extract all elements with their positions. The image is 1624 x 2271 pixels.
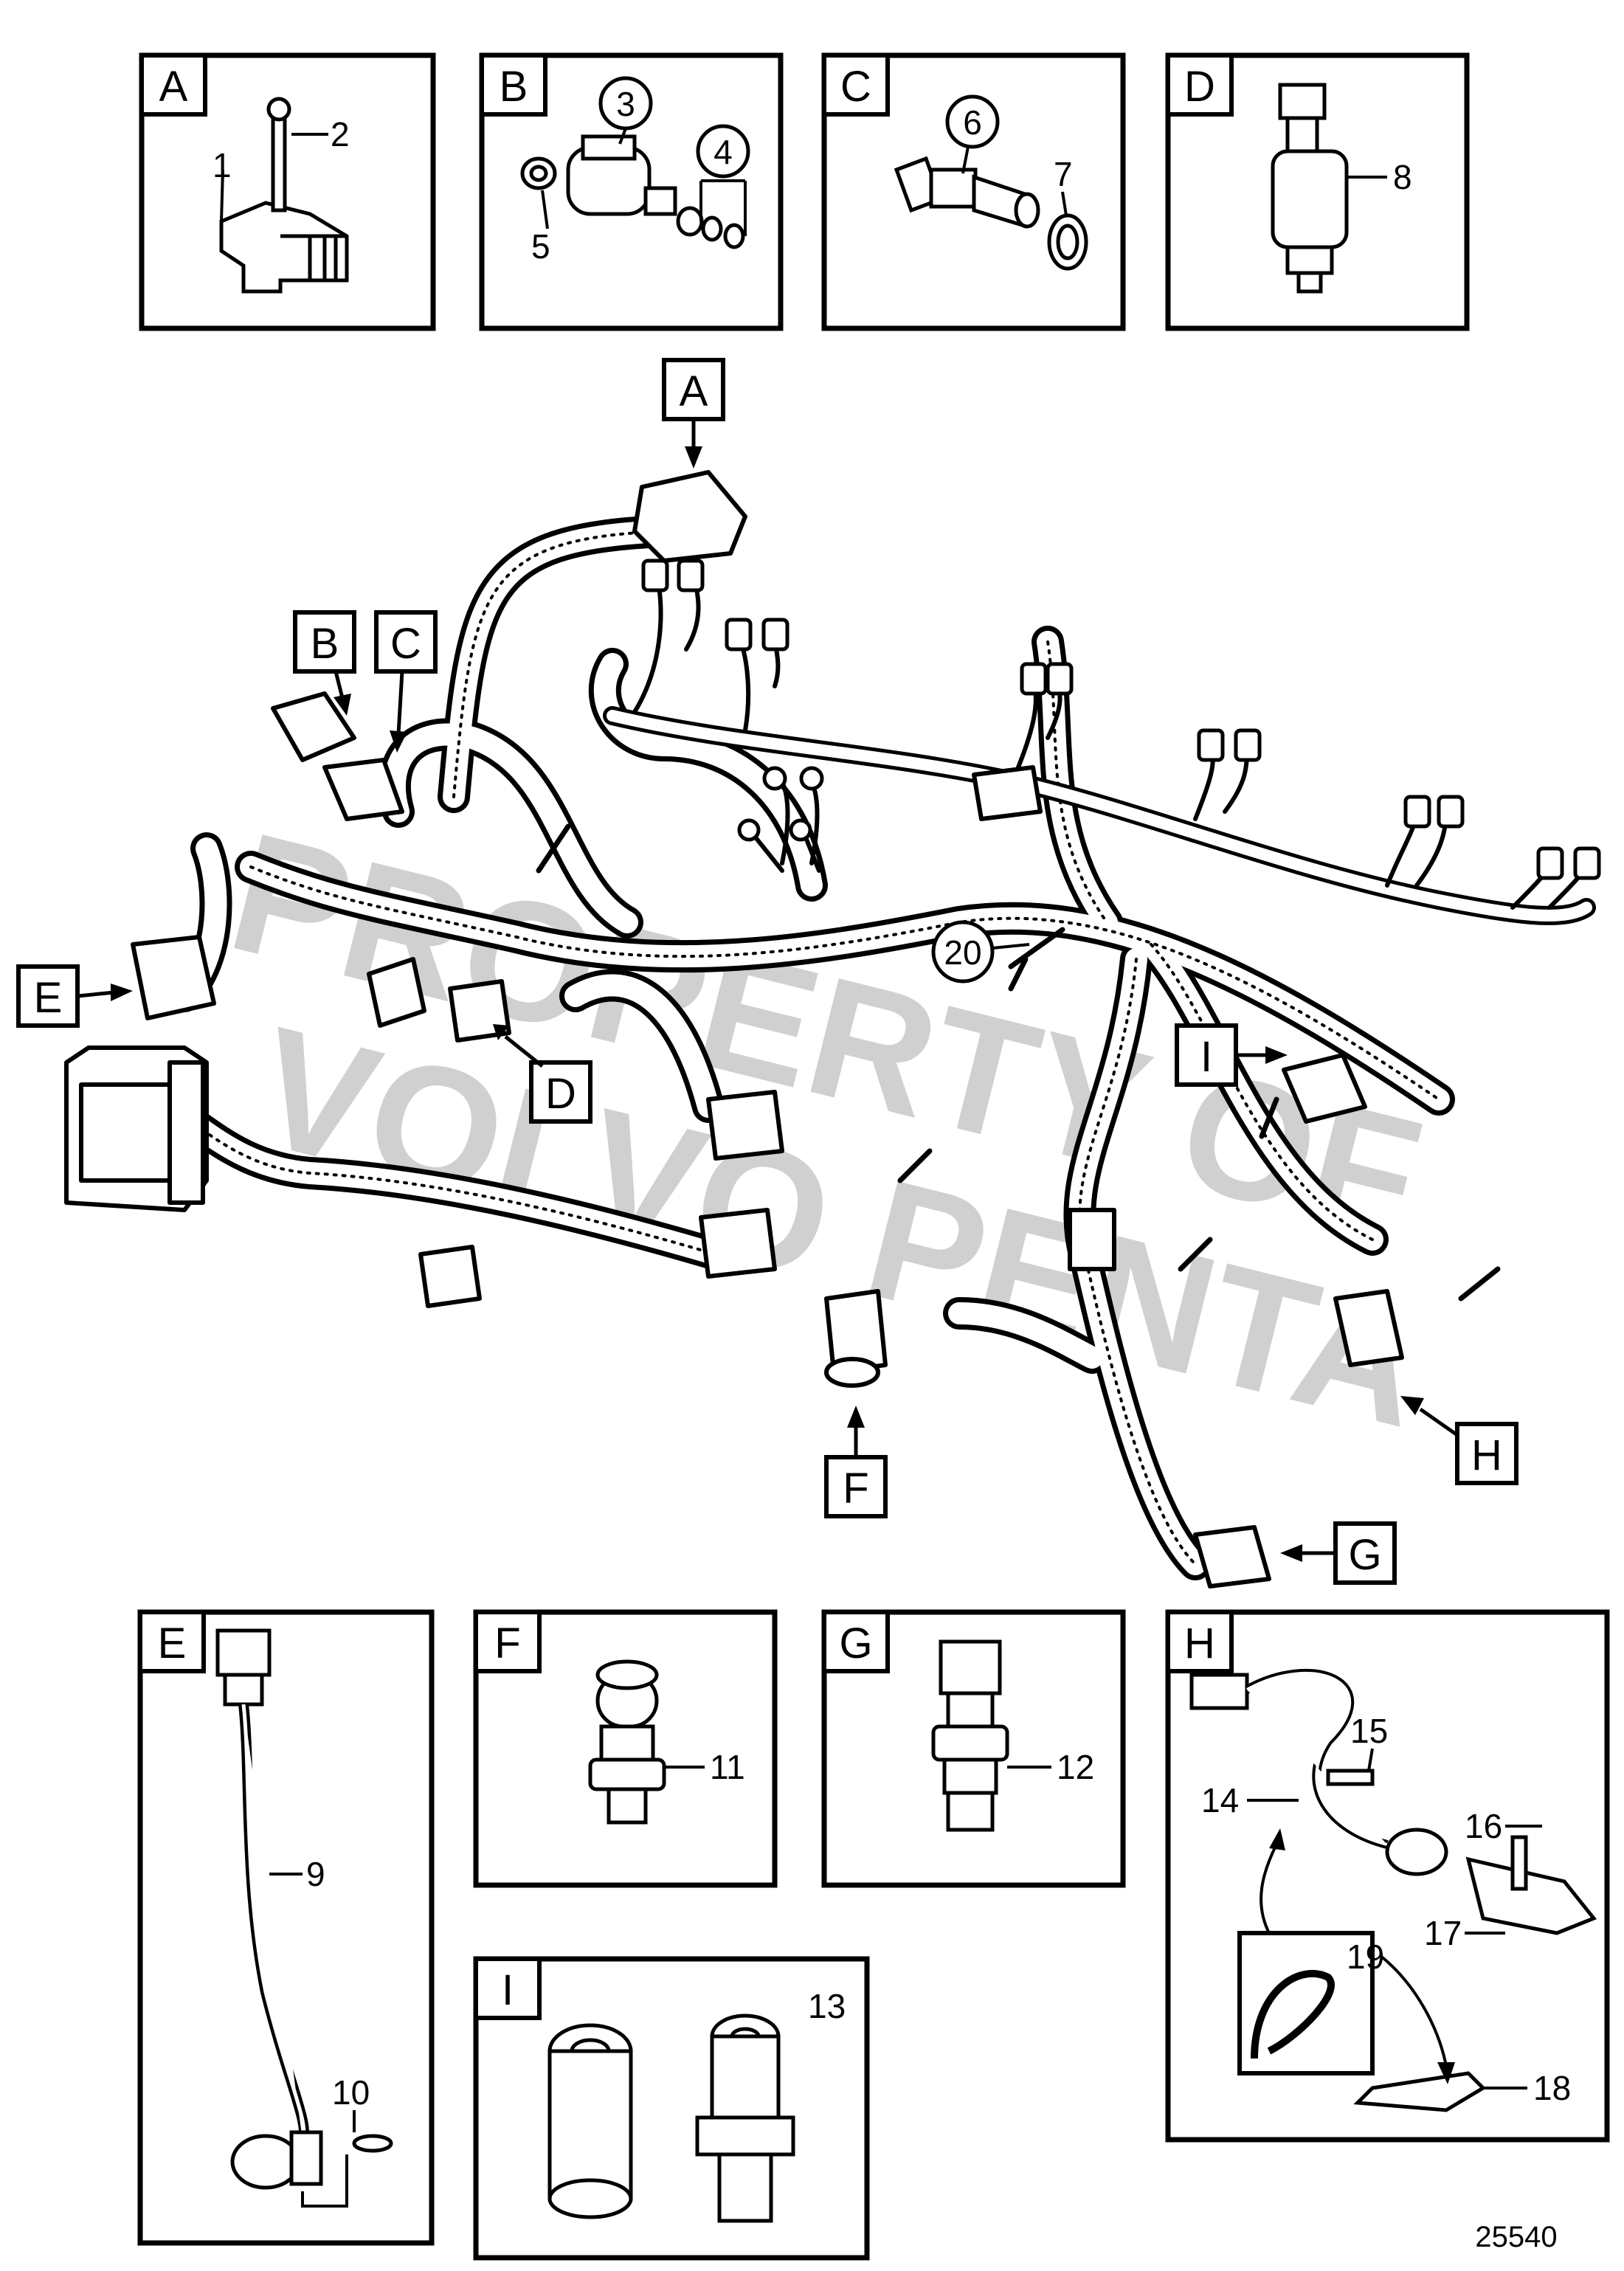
- panel-i-letter: I: [502, 1966, 514, 2014]
- part-label-4: 4: [713, 133, 733, 171]
- pressure-valve-icon: [520, 134, 745, 249]
- detail-panel-c: C 6 7: [821, 52, 1126, 331]
- detail-panel-i: I 13: [473, 1956, 870, 2261]
- cable-tie-icon: [1251, 1970, 1335, 2059]
- panel-f-letter: F: [494, 1620, 520, 1667]
- panel-c-letter: C: [840, 63, 871, 111]
- callout-d: D: [545, 1070, 576, 1118]
- detail-panel-a: A 2 1: [139, 52, 436, 331]
- drawing-number: 25540: [1475, 2221, 1557, 2253]
- part-label-14: 14: [1201, 1781, 1239, 1819]
- detail-panel-g: G 12: [821, 1609, 1126, 1888]
- coolant-level-sensor-icon: [547, 2014, 795, 2223]
- part-label-13: 13: [808, 1987, 846, 2025]
- callout-i: I: [1200, 1033, 1212, 1081]
- temperature-sensor-icon: [894, 156, 1088, 271]
- part-label-5: 5: [531, 227, 550, 266]
- callout-h: H: [1471, 1431, 1502, 1479]
- part-label-17: 17: [1424, 1914, 1462, 1952]
- part-label-16: 16: [1465, 1807, 1502, 1845]
- part-label-3: 3: [616, 85, 635, 123]
- part-label-8: 8: [1393, 158, 1412, 196]
- part-label-6: 6: [963, 103, 982, 142]
- callout-c: C: [390, 620, 421, 668]
- part-label-11: 11: [710, 1748, 745, 1786]
- panel-a-letter: A: [159, 63, 188, 111]
- detail-panel-h: H 15 14 16 17 19 18: [1165, 1609, 1610, 2143]
- panel-d-letter: D: [1184, 63, 1215, 111]
- part-label-10: 10: [332, 2073, 370, 2112]
- detail-panel-f: F 11: [473, 1609, 778, 1888]
- callout-e: E: [34, 974, 63, 1022]
- callout-a: A: [680, 367, 708, 415]
- part-label-20: 20: [944, 933, 981, 972]
- part-label-12: 12: [1057, 1748, 1094, 1786]
- panel-g-letter: G: [839, 1620, 872, 1667]
- callout-f: F: [843, 1465, 868, 1513]
- knock-sensor-icon: [1189, 1669, 1597, 2112]
- main-callouts: A B C D E F G H: [16, 358, 1518, 1585]
- part-label-15: 15: [1350, 1712, 1388, 1750]
- detail-panel-d: D 8: [1165, 52, 1470, 331]
- pressure-sensor-icon: [588, 1659, 666, 1825]
- callout-b: B: [311, 620, 339, 668]
- part-label-18: 18: [1533, 2069, 1571, 2107]
- detail-panel-b: B 3 4 5: [479, 52, 784, 331]
- part-label-19: 19: [1347, 1938, 1384, 1976]
- panel-e-letter: E: [158, 1620, 187, 1667]
- part-label-1: 1: [212, 146, 232, 184]
- oil-pressure-sensor-icon: [931, 1639, 1009, 1832]
- part-label-7: 7: [1054, 155, 1073, 193]
- panel-h-letter: H: [1184, 1620, 1215, 1667]
- part-label-2: 2: [331, 115, 350, 153]
- connector-bracket-icon: [219, 97, 349, 294]
- fuel-valve-icon: [1271, 83, 1349, 294]
- wiring-harness: [64, 470, 1601, 1589]
- part-label-9: 9: [306, 1855, 325, 1893]
- callout-g: G: [1348, 1531, 1381, 1579]
- detail-panel-e: E 9 10: [137, 1609, 435, 2246]
- panel-b-letter: B: [500, 63, 528, 111]
- speed-sensor-icon: [215, 1628, 393, 2190]
